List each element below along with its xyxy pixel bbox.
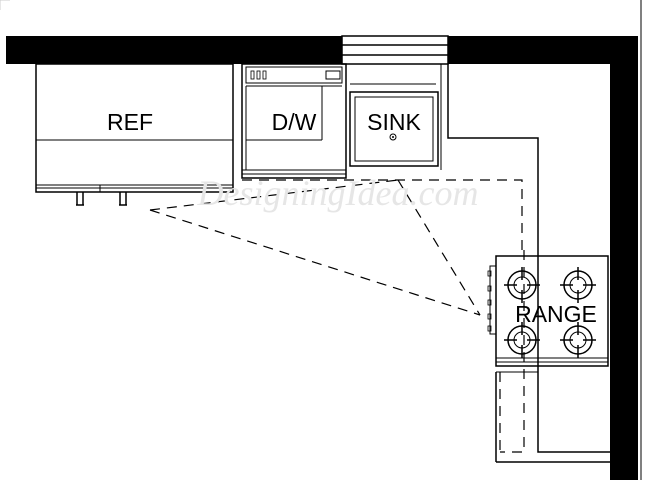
burner-icon — [504, 322, 540, 358]
window — [341, 35, 449, 65]
burner-icon — [560, 267, 596, 303]
right-wall — [610, 36, 638, 480]
burner-icon — [504, 267, 540, 303]
watermark: DesigningIdea.com — [197, 173, 479, 213]
range-burners — [504, 267, 596, 358]
burner-icon — [560, 322, 596, 358]
range-label: RANGE — [515, 301, 597, 327]
countertop-outline — [447, 64, 610, 453]
refrigerator — [35, 63, 234, 206]
counter-edge-dashed — [242, 179, 525, 453]
top-wall-right — [448, 36, 638, 64]
range — [487, 255, 610, 463]
dishwasher-label: D/W — [272, 109, 317, 135]
sink — [345, 64, 442, 178]
sink-label: SINK — [367, 109, 421, 135]
refrigerator-label: REF — [107, 109, 153, 135]
top-wall-left — [6, 36, 342, 64]
work-triangle — [149, 179, 481, 316]
frame-corner — [0, 0, 10, 10]
